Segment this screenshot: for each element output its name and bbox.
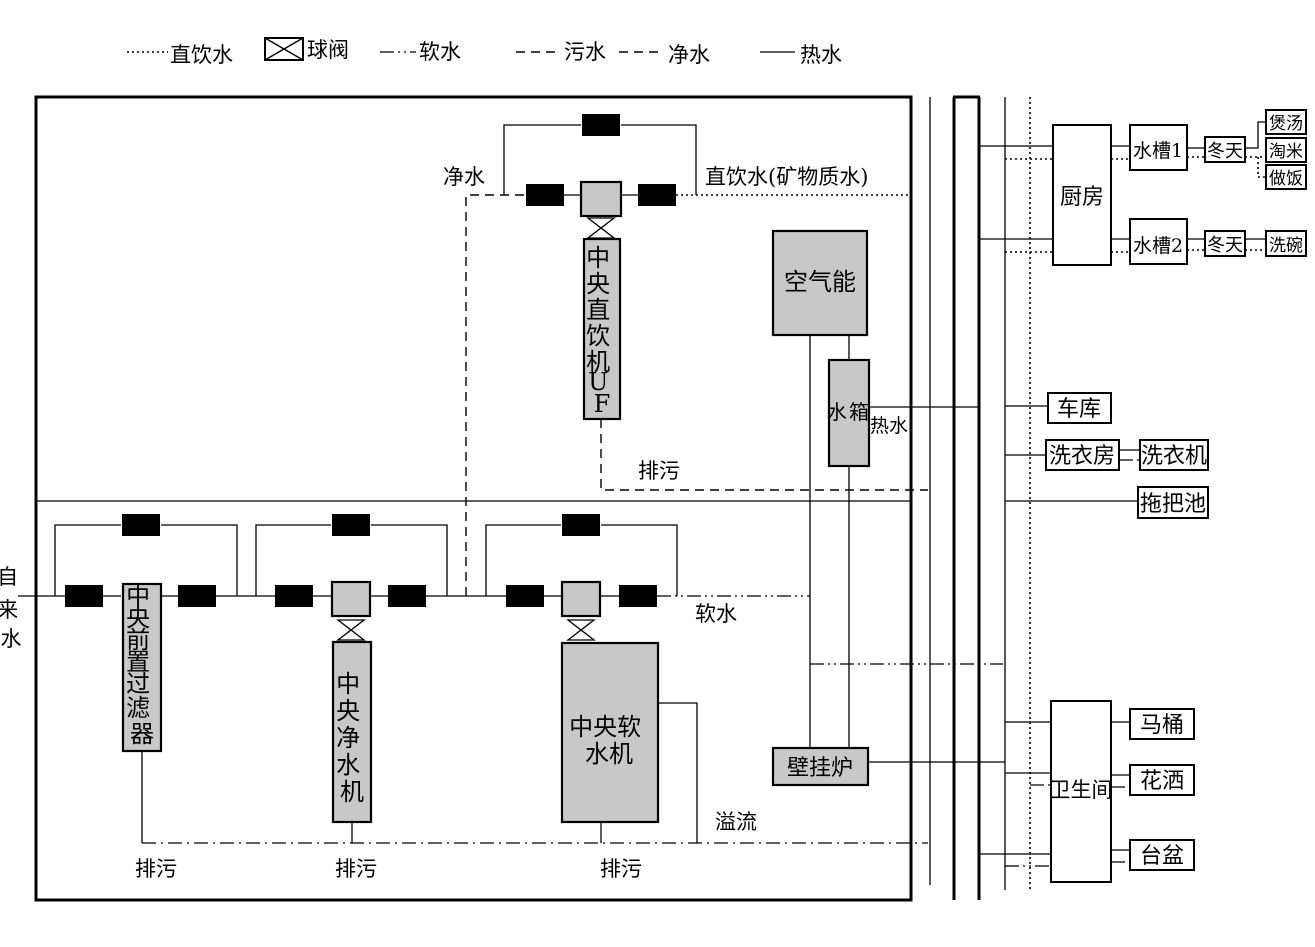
drain-prefilter-label: 排污 [135, 857, 177, 881]
valve-icon[interactable] [582, 114, 620, 136]
sink-2-label: 水槽2 [1133, 235, 1183, 257]
valve-icon[interactable] [562, 514, 600, 536]
valve-icon[interactable] [526, 184, 564, 206]
direct-drinker-label: 中 央 直 饮 机 U F [586, 244, 618, 418]
sink-1-label: 水槽1 [1133, 140, 1183, 162]
valve-icon[interactable] [619, 585, 657, 607]
legend-ball-valve: 球阀 [307, 38, 349, 62]
drain-purifier-label: 排污 [335, 857, 377, 881]
softener[interactable] [560, 641, 660, 824]
valve-icon[interactable] [275, 585, 313, 607]
drain-softener-label: 排污 [600, 857, 642, 881]
toilet-label: 马桶 [1140, 713, 1184, 738]
cook-rice-outlet[interactable] [1265, 164, 1307, 190]
flow-labels: 自 来 水 净水 直饮水(矿物质水) 排污 软水 溢流 排污 排污 排污 热水 [0, 165, 908, 881]
direct-drinker-uf[interactable] [582, 237, 622, 421]
purifier-valve-icon [337, 619, 365, 641]
bathroom[interactable] [1050, 700, 1112, 883]
wall-boiler-label: 壁挂炉 [787, 756, 853, 781]
wash-dish-label: 洗碗 [1269, 236, 1303, 256]
soup-label: 煲汤 [1269, 114, 1303, 134]
softener-head [560, 580, 602, 618]
winter-heater-2[interactable] [1204, 230, 1246, 257]
toilet[interactable] [1129, 708, 1195, 740]
lower-pipes [18, 336, 1003, 844]
kitchen-label: 厨房 [1060, 185, 1104, 210]
legend-soft-water: 软水 [419, 40, 461, 64]
garage[interactable] [1047, 392, 1112, 424]
softener-valve-icon [567, 619, 595, 641]
direct-drinker-valve-icon [587, 217, 615, 239]
legend-hot-water: 热水 [800, 43, 842, 67]
valve-icon[interactable] [65, 585, 103, 607]
legend-pure-water: 净水 [668, 43, 710, 67]
wash-rice-outlet[interactable] [1265, 137, 1307, 163]
purifier-head [330, 580, 372, 618]
upper-pipes [465, 124, 979, 596]
soup-outlet[interactable] [1265, 109, 1307, 135]
equipment: 中 央 前 置 过 滤 器 中 央 净 水 机 中央软 水机 [121, 180, 1005, 824]
direct-drinker-head [579, 180, 623, 218]
winter-1-label: 冬天 [1207, 141, 1243, 162]
bathroom-label: 卫生间 [1050, 778, 1113, 802]
tap-water-label: 自 来 水 [0, 565, 25, 651]
kitchen[interactable] [1052, 124, 1112, 266]
pure-water-label: 净水 [443, 165, 485, 189]
purifier-label: 中 央 净 水 机 [336, 670, 368, 806]
rooms: 厨房 水槽1 冬天 煲汤 淘米 做饭 水槽2 冬天 洗碗 车库 [979, 109, 1307, 883]
legend-ball-valve-icon [264, 37, 304, 61]
wall-boiler[interactable] [771, 746, 870, 787]
valve-icon[interactable] [638, 184, 676, 206]
softener-label: 中央软 水机 [569, 713, 649, 768]
equipment-room-frame [34, 95, 913, 902]
purifier[interactable] [331, 640, 373, 824]
sink-2[interactable] [1129, 218, 1188, 265]
laundry-room-label: 洗衣房 [1049, 444, 1115, 469]
water-tank-label: 水 箱 [827, 400, 869, 424]
wash-dish-outlet[interactable] [1265, 230, 1307, 257]
overflow-label: 溢流 [715, 810, 757, 834]
garage-label: 车库 [1057, 397, 1101, 422]
legend: 直饮水 球阀 软水 污水 净水 热水 [127, 37, 842, 67]
valve-icon[interactable] [506, 585, 544, 607]
cook-rice-label: 做饭 [1269, 169, 1303, 189]
legend-direct-drinking: 直饮水 [170, 43, 233, 67]
mop-pool-label: 拖把池 [1140, 492, 1206, 517]
drain-top-label: 排污 [638, 459, 680, 483]
direct-mineral-water-label: 直饮水(矿物质水) [705, 165, 868, 189]
air-energy-label: 空气能 [784, 268, 856, 296]
pre-filter-label: 中 央 前 置 过 滤 器 [126, 582, 158, 748]
mop-pool[interactable] [1137, 486, 1209, 519]
soft-water-label: 软水 [695, 602, 737, 626]
wash-rice-label: 淘米 [1269, 142, 1303, 162]
pre-filter[interactable] [121, 582, 163, 753]
valve-icon[interactable] [332, 514, 370, 536]
basin-label: 台盆 [1140, 844, 1184, 869]
laundry-room[interactable] [1045, 439, 1120, 471]
basin[interactable] [1129, 839, 1195, 871]
winter-heater-1[interactable] [1204, 136, 1246, 163]
washing-machine-label: 洗衣机 [1141, 444, 1207, 469]
air-energy-heater[interactable] [771, 229, 869, 337]
risers [929, 95, 1031, 900]
water-tank[interactable] [827, 358, 871, 468]
hot-water-label: 热水 [870, 415, 908, 437]
winter-2-label: 冬天 [1207, 235, 1243, 256]
valve-icon[interactable] [122, 514, 160, 536]
legend-sewage: 污水 [564, 40, 606, 64]
washing-machine[interactable] [1139, 439, 1209, 471]
shower-label: 花洒 [1140, 769, 1184, 794]
valve-icon[interactable] [388, 585, 426, 607]
valve-icon[interactable] [178, 585, 216, 607]
shower[interactable] [1129, 764, 1195, 796]
